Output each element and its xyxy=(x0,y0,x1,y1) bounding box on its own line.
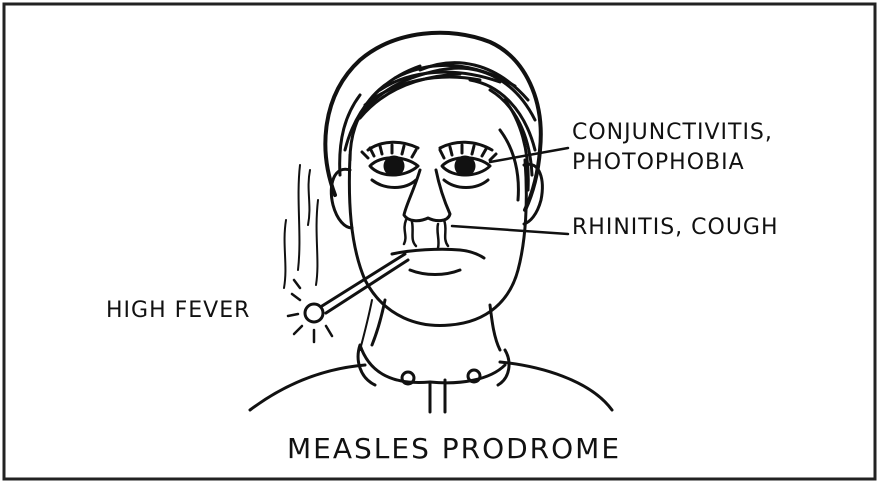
lower-lip xyxy=(410,270,460,275)
neck-shading xyxy=(360,300,372,350)
shirt-placket xyxy=(430,380,445,412)
figure-title: MEASLES PRODROME xyxy=(287,432,621,465)
right-eyebrow xyxy=(440,142,492,150)
nasal-discharge xyxy=(404,220,448,248)
label-rhinitis-cough: RHINITIS, COUGH xyxy=(572,215,779,240)
thermometer-bulb xyxy=(305,304,323,322)
pointer-rhinitis xyxy=(452,226,568,234)
thermometer xyxy=(322,254,408,313)
right-eye xyxy=(440,145,496,188)
fever-rays xyxy=(288,280,332,342)
label-photophobia: PHOTOPHOBIA xyxy=(572,150,745,175)
heat-lines xyxy=(284,165,318,288)
shirt-collar xyxy=(358,345,509,385)
nose xyxy=(404,170,450,221)
label-high-fever: HIGH FEVER xyxy=(106,298,250,323)
left-eye xyxy=(362,145,418,188)
label-conjunctivitis: CONJUNCTIVITIS, xyxy=(572,120,773,145)
